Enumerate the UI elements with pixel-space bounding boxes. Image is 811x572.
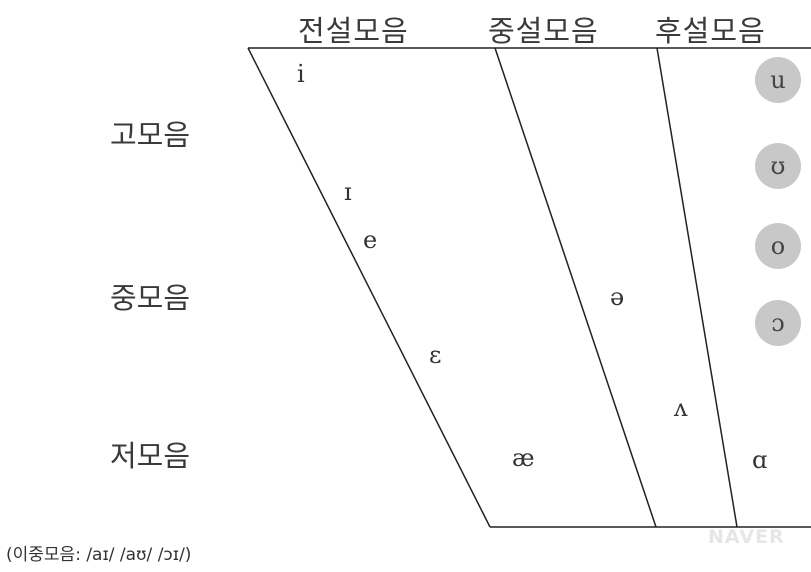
vowel-schwa: ə <box>610 283 625 311</box>
front-edge <box>247 47 491 528</box>
vowel-epsilon: ɛ <box>429 341 442 369</box>
vowel-small-i: ɪ <box>344 178 352 206</box>
vowel-o-circled: o <box>755 223 801 269</box>
vowel-u-circled: u <box>755 57 801 103</box>
naver-watermark: NAVER <box>708 526 785 548</box>
column-header-back: 후설모음 <box>655 14 766 48</box>
column-header-central: 중설모음 <box>488 14 599 48</box>
vowel-i: i <box>297 60 305 88</box>
row-label-low: 저모음 <box>110 439 191 473</box>
row-label-high: 고모음 <box>110 118 191 152</box>
vowel-e: e <box>363 226 378 254</box>
vowel-small-u-circled: ʊ <box>755 143 801 189</box>
vowel-open-o-circled: ɔ <box>755 300 801 346</box>
central-divider <box>494 47 657 528</box>
vowel-alpha: ɑ <box>752 446 768 474</box>
vowel-ae: æ <box>512 444 535 472</box>
column-header-front: 전설모음 <box>298 14 409 48</box>
back-divider <box>656 47 738 528</box>
diphthong-footnote: (이중모음: /aɪ/ /aʊ/ /ɔɪ/) <box>6 545 192 565</box>
vowel-wedge: ʌ <box>674 394 688 422</box>
row-label-mid: 중모음 <box>110 281 191 315</box>
